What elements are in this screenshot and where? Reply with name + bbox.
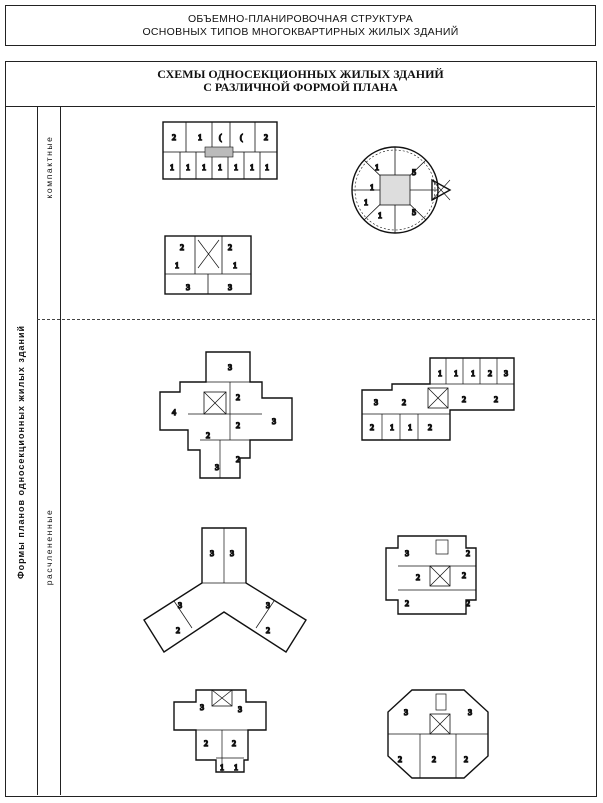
- svg-text:1: 1: [234, 163, 238, 172]
- svg-text:3: 3: [178, 601, 182, 610]
- svg-text:2: 2: [428, 423, 432, 432]
- svg-text:3: 3: [186, 283, 190, 292]
- svg-text:1: 1: [375, 163, 379, 172]
- svg-text:1: 1: [364, 198, 368, 207]
- header-line-1: ОБЪЕМНО-ПЛАНИРОВОЧНАЯ СТРУКТУРА: [187, 13, 414, 25]
- table-title-line-2: С РАЗЛИЧНОЙ ФОРМОЙ ПЛАНА: [203, 80, 398, 94]
- svg-text:1: 1: [370, 183, 374, 192]
- header-line-2: ОСНОВНЫХ ТИПОВ МНОГОКВАРТИРНЫХ ЖИЛЫХ ЗДА…: [142, 26, 459, 38]
- svg-text:1: 1: [408, 423, 412, 432]
- svg-text:3: 3: [228, 363, 232, 372]
- table-title-line-1: СХЕМЫ ОДНОСЕКЦИОННЫХ ЖИЛЫХ ЗДАНИЙ: [157, 67, 444, 81]
- svg-text:2: 2: [180, 243, 184, 252]
- svg-text:(: (: [219, 133, 222, 142]
- svg-text:2: 2: [172, 133, 176, 142]
- svg-text:1: 1: [234, 763, 238, 772]
- svg-text:2: 2: [264, 133, 268, 142]
- svg-text:1: 1: [175, 261, 179, 270]
- svg-text:2: 2: [402, 398, 406, 407]
- svg-text:2: 2: [416, 573, 420, 582]
- svg-text:2: 2: [206, 431, 210, 440]
- svg-text:3: 3: [374, 398, 378, 407]
- plans-table: СХЕМЫ ОДНОСЕКЦИОННЫХ ЖИЛЫХ ЗДАНИЙ С РАЗЛ…: [5, 61, 597, 797]
- svg-text:2: 2: [466, 549, 470, 558]
- svg-text:3: 3: [405, 549, 409, 558]
- document-header: ОБЪЕМНО-ПЛАНИРОВОЧНАЯ СТРУКТУРА ОСНОВНЫХ…: [5, 5, 596, 46]
- svg-text:1: 1: [454, 369, 458, 378]
- svg-text:3: 3: [230, 549, 234, 558]
- svg-text:2: 2: [228, 243, 232, 252]
- svg-text:3: 3: [266, 601, 270, 610]
- svg-text:1: 1: [250, 163, 254, 172]
- svg-text:(: (: [240, 133, 243, 142]
- svg-text:2: 2: [204, 739, 208, 748]
- svg-text:5: 5: [412, 168, 416, 177]
- svg-text:3: 3: [468, 708, 472, 717]
- svg-text:3: 3: [404, 708, 408, 717]
- svg-text:2: 2: [398, 755, 402, 764]
- svg-text:2: 2: [236, 455, 240, 464]
- row-group-column: [6, 107, 38, 795]
- svg-text:2: 2: [462, 395, 466, 404]
- plan-compact-rectangular: 2 1 ( (2 1 1 1 1 1 1 1: [162, 121, 278, 180]
- svg-text:1: 1: [390, 423, 394, 432]
- svg-text:2: 2: [462, 571, 466, 580]
- svg-text:2: 2: [236, 421, 240, 430]
- svg-text:2: 2: [232, 739, 236, 748]
- plan-dissected-cross: 3 2 2 2 3 4 3 2: [159, 351, 293, 479]
- svg-text:1: 1: [378, 211, 382, 220]
- svg-text:1: 1: [186, 163, 190, 172]
- svg-text:3: 3: [228, 283, 232, 292]
- plan-dissected-y-shape: 3 3 3 3 2 2: [143, 527, 307, 653]
- row-separator: [37, 319, 595, 320]
- svg-text:2: 2: [176, 626, 180, 635]
- svg-text:3: 3: [504, 369, 508, 378]
- svg-text:2: 2: [432, 755, 436, 764]
- svg-text:3: 3: [272, 417, 276, 426]
- plan-dissected-tower-a: 3 3 2 2 1 1: [173, 689, 267, 773]
- svg-text:1: 1: [198, 133, 202, 142]
- svg-text:2: 2: [236, 393, 240, 402]
- svg-text:3: 3: [238, 705, 242, 714]
- plan-dissected-point-block: 3 2 2 2 2 2: [385, 535, 477, 615]
- table-title: СХЕМЫ ОДНОСЕКЦИОННЫХ ЖИЛЫХ ЗДАНИЙ С РАЗЛ…: [6, 62, 595, 107]
- svg-text:2: 2: [488, 369, 492, 378]
- svg-text:2: 2: [494, 395, 498, 404]
- svg-text:5: 5: [412, 208, 416, 217]
- svg-text:1: 1: [265, 163, 269, 172]
- svg-text:1: 1: [170, 163, 174, 172]
- svg-text:1: 1: [218, 163, 222, 172]
- svg-text:3: 3: [200, 703, 204, 712]
- svg-text:3: 3: [210, 549, 214, 558]
- row-label-column: [37, 107, 61, 795]
- plan-dissected-stepped: 1 1 1 2 3 3 2 2 2 2 1 1 2: [361, 357, 515, 441]
- svg-text:2: 2: [266, 626, 270, 635]
- svg-text:4: 4: [172, 408, 176, 417]
- svg-text:3: 3: [215, 463, 219, 472]
- svg-text:1: 1: [438, 369, 442, 378]
- svg-text:2: 2: [405, 599, 409, 608]
- svg-text:1: 1: [471, 369, 475, 378]
- plan-dissected-tower-b: 3 3 2 2 2: [387, 689, 489, 779]
- svg-text:1: 1: [233, 261, 237, 270]
- svg-text:2: 2: [370, 423, 374, 432]
- svg-text:1: 1: [202, 163, 206, 172]
- svg-text:2: 2: [464, 755, 468, 764]
- svg-text:1: 1: [220, 763, 224, 772]
- svg-text:2: 2: [466, 599, 470, 608]
